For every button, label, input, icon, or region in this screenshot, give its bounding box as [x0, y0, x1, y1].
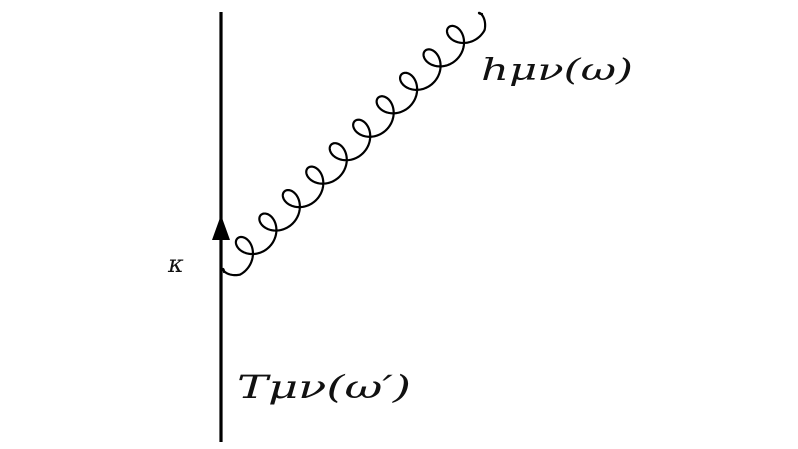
arrow-up-icon: [212, 215, 230, 240]
graviton-curly-line: [221, 11, 487, 277]
source-label: Tμν(ω′): [237, 368, 411, 406]
coupling-label: κ: [167, 250, 184, 278]
graviton-label: hμν(ω): [481, 53, 633, 88]
